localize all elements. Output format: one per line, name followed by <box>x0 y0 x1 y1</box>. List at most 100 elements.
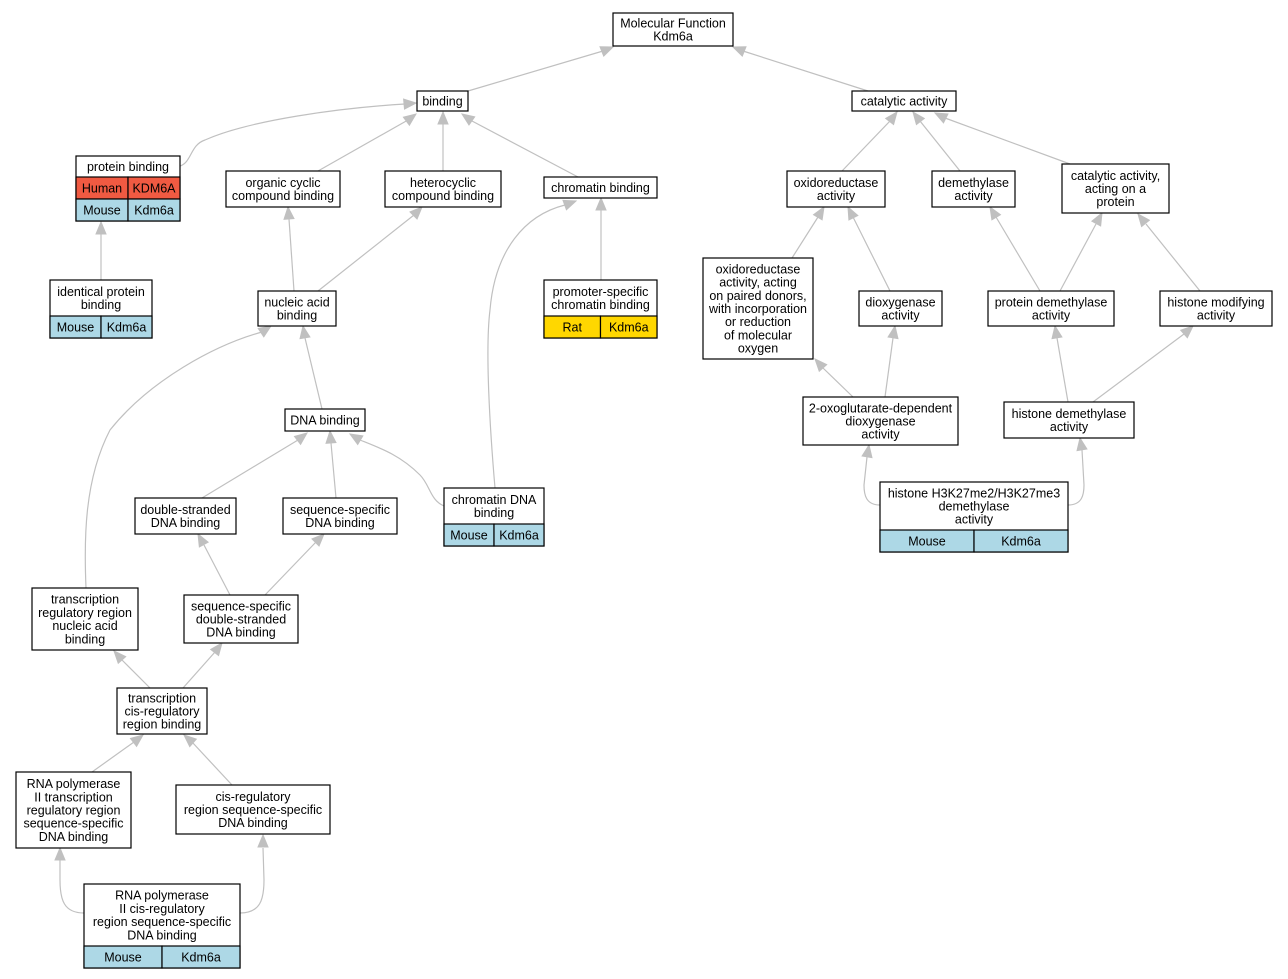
go-term-chromatin[interactable]: chromatin binding <box>543 176 658 199</box>
edge-binding-to-mf <box>467 46 615 92</box>
node-label-line: activity <box>861 428 900 442</box>
edge-histdem-to-histmod <box>1092 325 1194 403</box>
node-label-line: activity <box>955 513 994 527</box>
node-label-line: II transcription <box>34 790 113 804</box>
edge-identical-to-protein <box>95 220 107 280</box>
edge-chromdna-to-chromatin <box>487 199 578 489</box>
go-term-oxoglut[interactable]: 2-oxoglutarate-dependentdioxygenaseactiv… <box>802 396 959 446</box>
gene-symbol-cell <box>161 945 241 969</box>
species-name: Human <box>82 182 122 196</box>
node-frame <box>175 784 331 835</box>
node-label-line: double-stranded <box>196 613 286 627</box>
edge-trcis-to-seqds <box>182 641 223 689</box>
node-label-line: activity <box>1032 309 1071 323</box>
node-label-line: cis-regulatory <box>215 790 291 804</box>
node-frame <box>134 497 237 535</box>
go-term-catalytic[interactable]: catalytic activity <box>851 90 957 112</box>
edge-rnap2tr-to-trcis <box>91 734 145 773</box>
edge-h3k27-to-histdem <box>1067 436 1088 506</box>
node-label-line: compound binding <box>232 189 334 203</box>
go-term-h3k27[interactable]: histone H3K27me2/H3K27me3demethylaseacti… <box>879 481 1069 553</box>
node-frame <box>1061 163 1170 214</box>
edge-dsdna-to-dna <box>201 432 309 499</box>
node-frame <box>31 587 139 651</box>
node-label-line: activity <box>954 189 993 203</box>
node-label-line: demethylase <box>939 500 1010 514</box>
gene-symbol-cell <box>127 198 181 222</box>
go-term-binding[interactable]: binding <box>416 90 469 112</box>
node-label-line: binding <box>81 298 121 312</box>
node-frame <box>987 290 1115 327</box>
node-label-line: heterocyclic <box>410 176 476 190</box>
node-label-line: demethylase <box>938 176 1009 190</box>
node-label-line: double-stranded <box>140 503 230 517</box>
node-label-line: regulatory region <box>38 606 132 620</box>
node-label-line: sequence-specific <box>290 503 390 517</box>
node-label-line: promoter-specific <box>553 285 649 299</box>
node-frame <box>257 290 337 327</box>
edge-organic-to-binding <box>317 113 418 172</box>
node-frame <box>1003 401 1135 439</box>
node-label-line: Molecular Function <box>620 16 726 30</box>
edge-seqds-to-dsdna <box>197 532 231 596</box>
edge-h3k27-to-oxoglut <box>861 443 881 506</box>
node-label-line: of molecular <box>724 328 792 342</box>
node-label-line: DNA binding <box>127 928 197 942</box>
gene-symbol: Kdm6a <box>609 321 649 335</box>
node-label-line: oxidoreductase <box>794 176 879 190</box>
node-label-line: protein binding <box>87 160 169 174</box>
edge-cisseq-to-trcis <box>183 734 233 786</box>
node-label-line: binding <box>422 95 462 109</box>
go-term-dna[interactable]: DNA binding <box>284 408 366 432</box>
edge-rnap2cis-to-rnap2tr <box>54 846 85 914</box>
node-label-line: RNA polymerase <box>27 777 121 791</box>
node-label-line: with incorporation <box>708 302 807 316</box>
node-label-line: catalytic activity, <box>1071 169 1160 183</box>
edge-oxoglut-to-dioxy <box>884 324 899 398</box>
node-label-line: sequence-specific <box>191 599 291 613</box>
gene-symbol-cell <box>599 315 658 339</box>
node-frame <box>543 176 658 199</box>
edge-trcis-to-trnucl <box>113 650 151 689</box>
edge-seqdna-to-dna <box>325 429 337 499</box>
node-label-line: or reduction <box>725 315 791 329</box>
node-frame <box>183 594 299 644</box>
node-label-line: activity <box>881 309 920 323</box>
species-name: Mouse <box>450 529 488 543</box>
node-label-line: nucleic acid <box>264 295 329 309</box>
node-label-line: dioxygenase <box>865 295 935 309</box>
species-name: Mouse <box>908 535 946 549</box>
node-label-line: DNA binding <box>151 516 221 530</box>
node-frame <box>931 170 1016 208</box>
edge-nucleic-to-hetero <box>317 206 423 292</box>
gene-symbol: Kdm6a <box>181 951 221 965</box>
gene-symbol: KDM6A <box>132 182 176 196</box>
node-label-line: cis-regulatory <box>124 705 200 719</box>
node-label-line: region binding <box>123 718 202 732</box>
edge-oxoglut-to-oxpaired <box>814 358 854 398</box>
